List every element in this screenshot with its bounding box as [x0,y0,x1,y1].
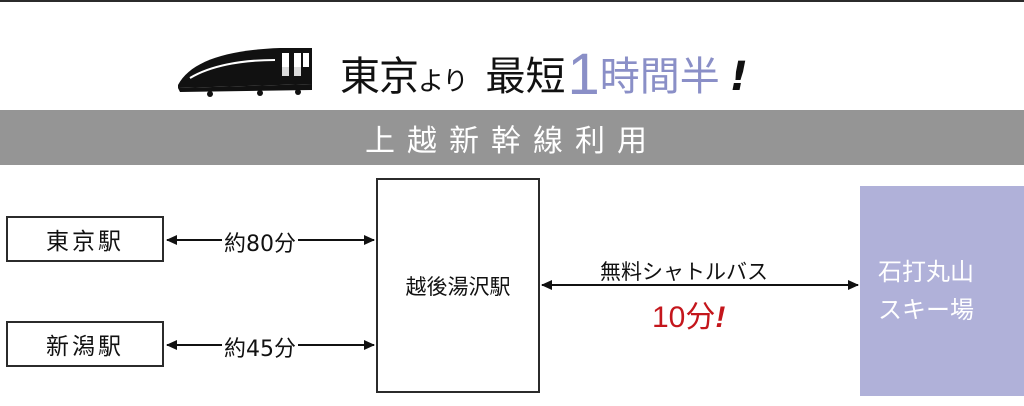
niigata-travel-time: 約45分 [222,331,298,363]
niigata-station-box: 新潟駅 [6,321,164,367]
ski-resort-box: 石打丸山 スキー場 [860,186,1024,396]
ski-resort-name-line1: 石打丸山 [878,257,974,286]
headline-shortest: 最短 [485,54,566,100]
headline: 東京より 最短 1 時間半 ! [340,38,748,108]
shinkansen-band: 上越新幹線利用 [0,110,1024,165]
shuttle-bus-time: 10分! [652,301,726,334]
headline-hours-unit: 時間半 [599,54,720,100]
echigo-yuzawa-station-box: 越後湯沢駅 [376,178,540,393]
headline-exclamation: ! [729,54,748,100]
headline-from: 東京より [340,54,468,100]
top-rule [0,0,1024,2]
tokyo-station-box: 東京駅 [6,216,164,262]
tokyo-travel-time: 約80分 [222,226,298,258]
headline-hours-number: 1 [567,42,600,107]
ski-resort-name-line2: スキー場 [878,296,974,324]
shuttle-bus-label: 無料シャトルバス [600,260,768,284]
shinkansen-train-icon [178,48,312,97]
